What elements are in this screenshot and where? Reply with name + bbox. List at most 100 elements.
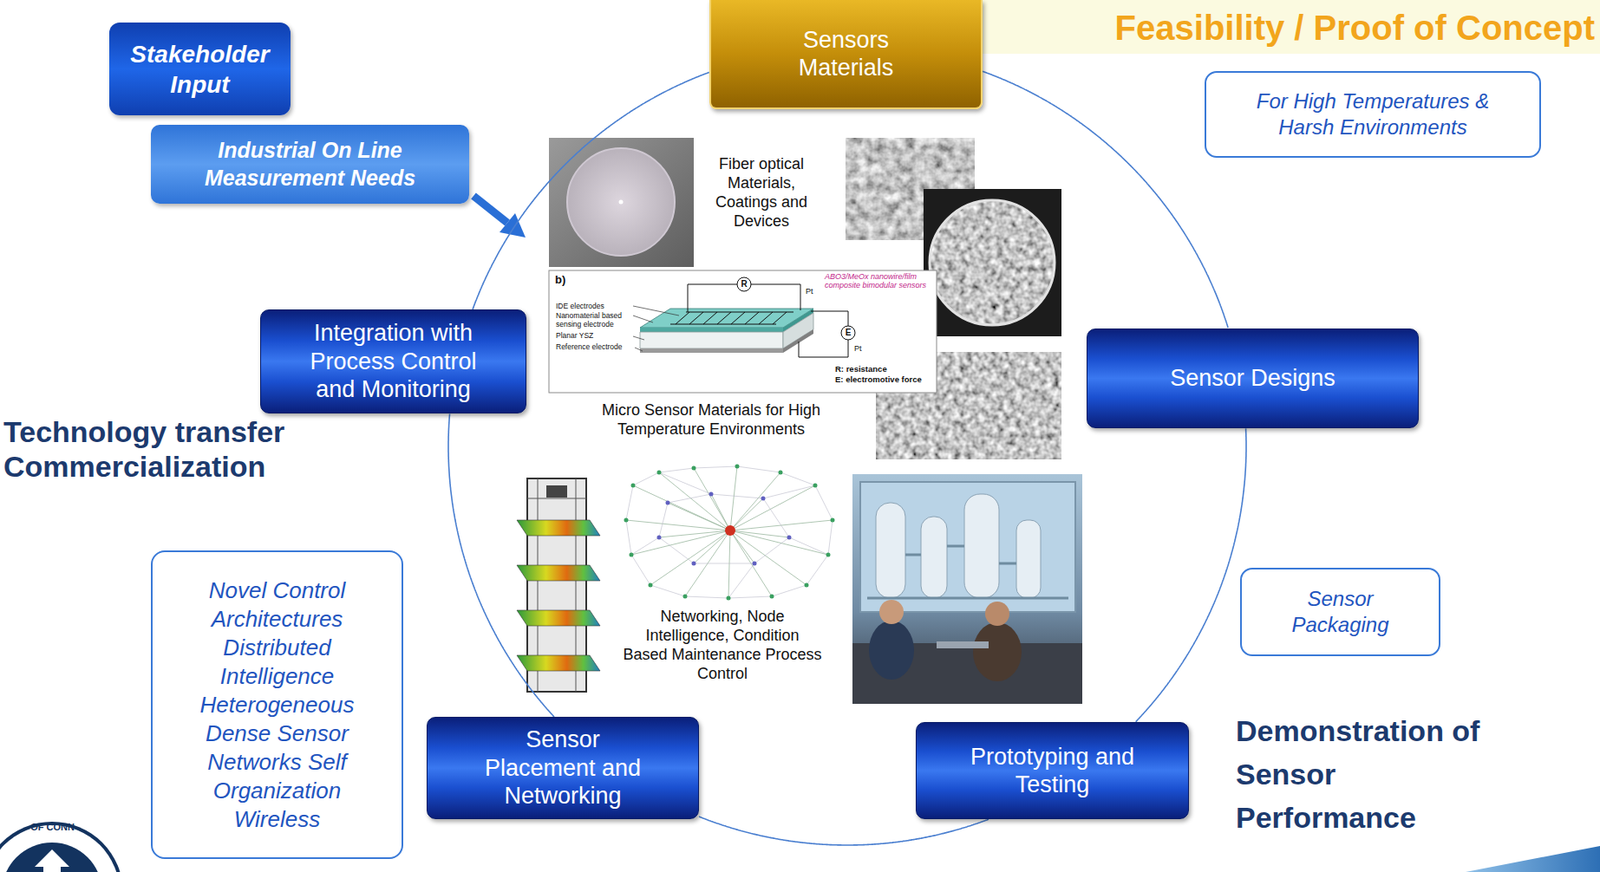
process-box: Sensor Designs <box>1086 328 1419 429</box>
key-note: R: resistance <box>835 364 935 374</box>
node-text: Sensor Packaging <box>1274 586 1406 639</box>
industrial-arrow <box>473 195 526 238</box>
schematic-note: ABO3/MeOx nanowire/film composite bimodu… <box>824 272 934 290</box>
fiber-photo-part <box>548 137 694 268</box>
control-room-photo-part <box>868 620 915 680</box>
cfd-tower-part <box>516 565 601 582</box>
seal-text: OF CONN <box>28 822 77 833</box>
label-holder: Reference electrode <box>555 342 634 352</box>
university-seal-part <box>0 822 124 872</box>
network-graph-part <box>724 525 736 536</box>
node-text: Sensor Designs <box>1169 364 1336 392</box>
sensor-schematic-part <box>640 332 784 349</box>
node-text: Integration with Process Control and Mon… <box>298 319 489 404</box>
part-label: Nanomaterial based sensing electrode <box>555 311 633 329</box>
control-room-photo-part <box>985 601 1010 627</box>
node-text: Industrial On Line Measurement Needs <box>163 137 458 192</box>
fiber-photo-part <box>567 148 675 256</box>
label-holder: IDE electrodes <box>555 301 633 311</box>
network-graph-part <box>659 494 790 564</box>
sensor-schematic-part <box>640 308 814 328</box>
cycle-arc <box>472 71 710 310</box>
control-room-photo-part <box>936 641 989 649</box>
control-room-photo-part <box>852 474 1083 705</box>
node-text: Sensor Placement and Networking <box>481 725 645 810</box>
label-holder: Pt <box>854 344 867 353</box>
cfd-tower-part <box>516 520 601 536</box>
figure-caption: Fiber optical Materials, Coatings and De… <box>705 154 818 231</box>
cycle-arc <box>698 816 989 846</box>
label-holder: Feasibility / Proof of Concept <box>919 6 1595 49</box>
label-holder: Fiber optical Materials, Coatings and De… <box>705 154 818 231</box>
sensor-schematic-part <box>640 348 784 353</box>
cfd-tower-part <box>516 610 601 627</box>
part-label: IDE electrodes <box>555 301 633 311</box>
needs-box: Industrial On Line Measurement Needs <box>150 124 470 204</box>
university-seal <box>0 822 124 872</box>
control-room-photo-part <box>879 600 904 625</box>
wire-label: Pt <box>854 344 867 353</box>
network-graph-part <box>626 466 833 599</box>
fiber-photo-part <box>619 200 624 205</box>
node-text: Prototyping and Testing <box>966 743 1139 800</box>
label-holder: ABO3/MeOx nanowire/film composite bimodu… <box>824 272 934 290</box>
label-holder: Nanomaterial based sensing electrode <box>555 311 633 329</box>
callout-box: Sensor Packaging <box>1240 568 1441 657</box>
cycle-arc <box>982 71 1228 328</box>
callout-box: Novel Control Architectures Distributed … <box>150 550 404 860</box>
control-room-photo-part <box>1016 520 1041 599</box>
label-holder: b) <box>555 274 573 287</box>
sensor-schematic-part <box>841 326 856 340</box>
sensor-schematic-part <box>798 311 849 358</box>
node-text: Stakeholder Input <box>121 39 279 100</box>
label-holder: Planar YSZ <box>555 331 633 340</box>
fiber-cross-section-part <box>929 200 1055 326</box>
node-text: Novel Control Architectures Distributed … <box>190 576 364 835</box>
process-box: Sensor Placement and Networking <box>426 717 699 820</box>
control-room-photo-part <box>860 482 1076 613</box>
meter-symbol: R <box>739 279 749 290</box>
sensor-schematic-part <box>633 306 680 352</box>
sensor-schematic-part <box>737 277 752 292</box>
cfd-tower-part <box>516 655 601 672</box>
stakeholder-box: Stakeholder Input <box>109 22 291 116</box>
label-holder: Pt <box>805 287 818 296</box>
node-text: For High Temperatures & Harsh Environmen… <box>1253 88 1493 141</box>
sensor-schematic-part <box>548 270 937 393</box>
control-room-photo-part <box>973 622 1022 682</box>
label-holder: Technology transfer Commercialization <box>3 414 412 484</box>
sensor-schematic-part <box>670 312 794 325</box>
process-box: Integration with Process Control and Mon… <box>260 309 527 414</box>
node-text: Sensors Materials <box>758 26 934 83</box>
part-label: Reference electrode <box>555 342 634 352</box>
label-holder: Networking, Node Intelligence, Condition… <box>622 607 823 684</box>
label-holder: R <box>739 279 749 290</box>
label-holder: Demonstration of Sensor Performance <box>1235 709 1501 840</box>
label-holder: R: resistance <box>835 364 935 374</box>
control-room-photo-part <box>867 546 1069 599</box>
label-holder: OF CONN <box>28 822 77 833</box>
figure-caption: Networking, Node Intelligence, Condition… <box>622 607 823 684</box>
meter-symbol: E <box>843 327 853 339</box>
control-room-photo-part <box>875 502 906 599</box>
industrial-arrow-part <box>473 195 508 223</box>
university-seal-part <box>34 849 70 872</box>
stage-heading: Technology transfer Commercialization <box>3 414 412 484</box>
sensor-schematic <box>548 270 937 393</box>
sensor-schematic-part <box>640 327 784 333</box>
figure-caption: Micro Sensor Materials for High Temperat… <box>559 400 863 439</box>
stage-heading: Demonstration of Sensor Performance <box>1235 709 1501 840</box>
stage-heading: Feasibility / Proof of Concept <box>919 6 1595 49</box>
control-room-photo-part <box>964 494 1000 599</box>
network-graph-part <box>626 466 833 599</box>
university-seal-part <box>1 842 103 872</box>
fiber-cross-section-part <box>929 200 1055 326</box>
label-holder: E <box>843 327 853 339</box>
cfd-tower-part <box>546 485 568 498</box>
callout-box: For High Temperatures & Harsh Environmen… <box>1204 71 1542 158</box>
control-room-photo-part <box>920 516 947 599</box>
label-holder: Micro Sensor Materials for High Temperat… <box>559 400 863 439</box>
cycle-arc <box>1136 428 1247 722</box>
label-holder: E: electromotive force <box>835 374 935 385</box>
fiber-cross-section <box>923 189 1062 337</box>
